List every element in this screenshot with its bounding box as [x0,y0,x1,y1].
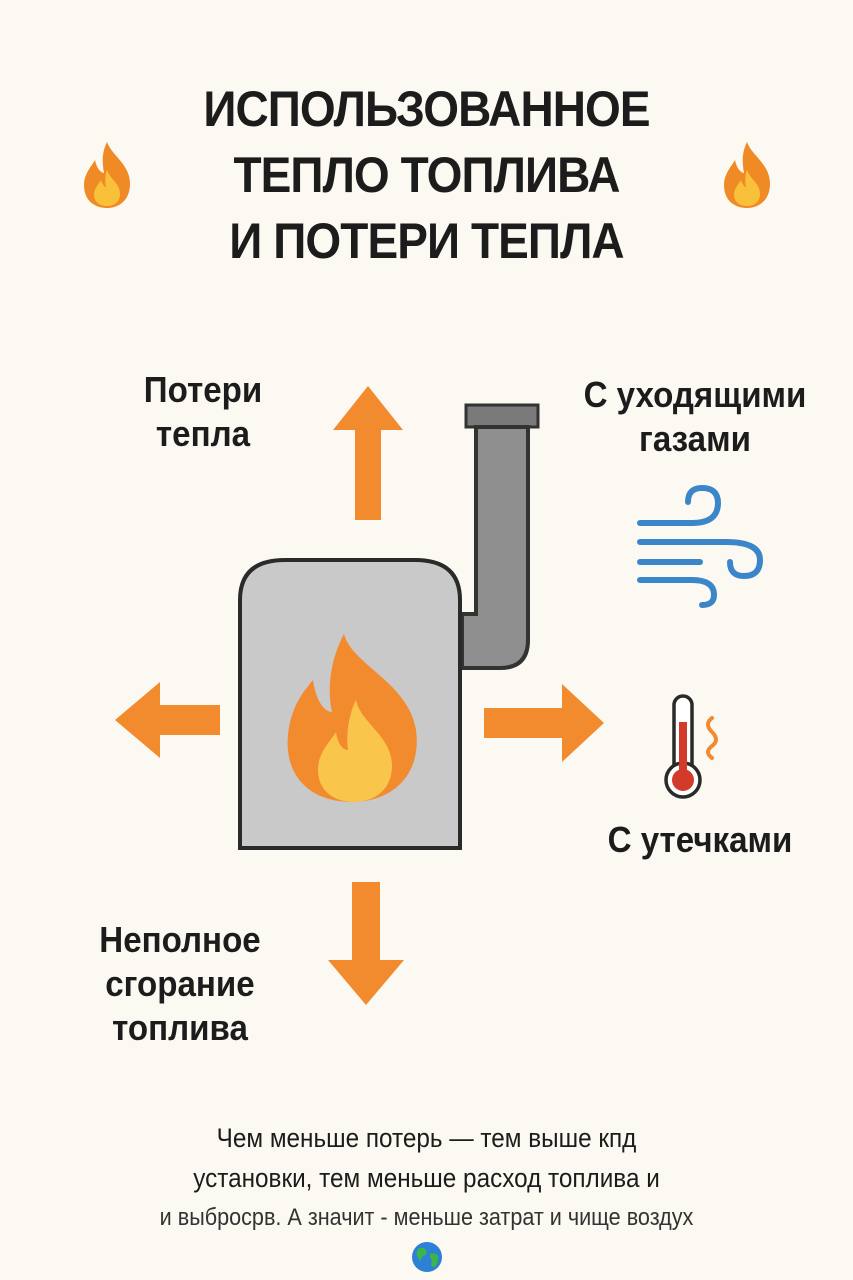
arrow-down [328,882,404,1005]
label-leaks: С утечками [607,819,793,860]
label-flue-gases: С уходящими газами [562,373,829,461]
page-title: ИСПОЛЬЗОВАННОЕ ТЕПЛО ТОПЛИВА И ПОТЕРИ ТЕ… [34,76,819,274]
chimney [460,403,540,670]
wind-icon [637,484,764,608]
footer-text: Чем меньше потерь — тем выше кпд установ… [43,1118,811,1238]
footer-line-1: Чем меньше потерь — тем выше кпд [216,1123,637,1153]
footer-line-3: и выбросрв. А значит - меньше затрат и ч… [159,1204,694,1231]
label-heat-loss-line-1: Потери [143,369,263,410]
globe-icon [412,1242,442,1272]
arrow-left [115,682,220,758]
label-flue-gases-line-2: газами [639,418,751,459]
label-heat-loss-line-2: тепла [155,413,251,454]
footer-line-2: установки, тем меньше расход топлива и [193,1163,660,1193]
label-incomplete-line-3: топлива [112,1007,248,1048]
arrow-up [333,386,403,520]
label-incomplete-line-2: сгорание [105,963,255,1004]
label-flue-gases-line-1: С уходящими [583,374,807,415]
fire-icon [84,142,130,208]
arrow-right [484,684,604,762]
title-line-1: ИСПОЛЬЗОВАННОЕ [203,81,650,137]
title-line-2: ТЕПЛО ТОПЛИВА [233,147,620,203]
thermometer-icon [664,694,718,799]
title-line-3: И ПОТЕРИ ТЕПЛА [229,213,624,269]
label-heat-loss: Потери тепла [125,368,281,456]
stove-fire-icon [287,634,417,802]
label-incomplete-combustion: Неполное сгорание топлива [70,918,291,1050]
label-incomplete-line-1: Неполное [99,919,261,960]
fire-icon [724,142,770,208]
